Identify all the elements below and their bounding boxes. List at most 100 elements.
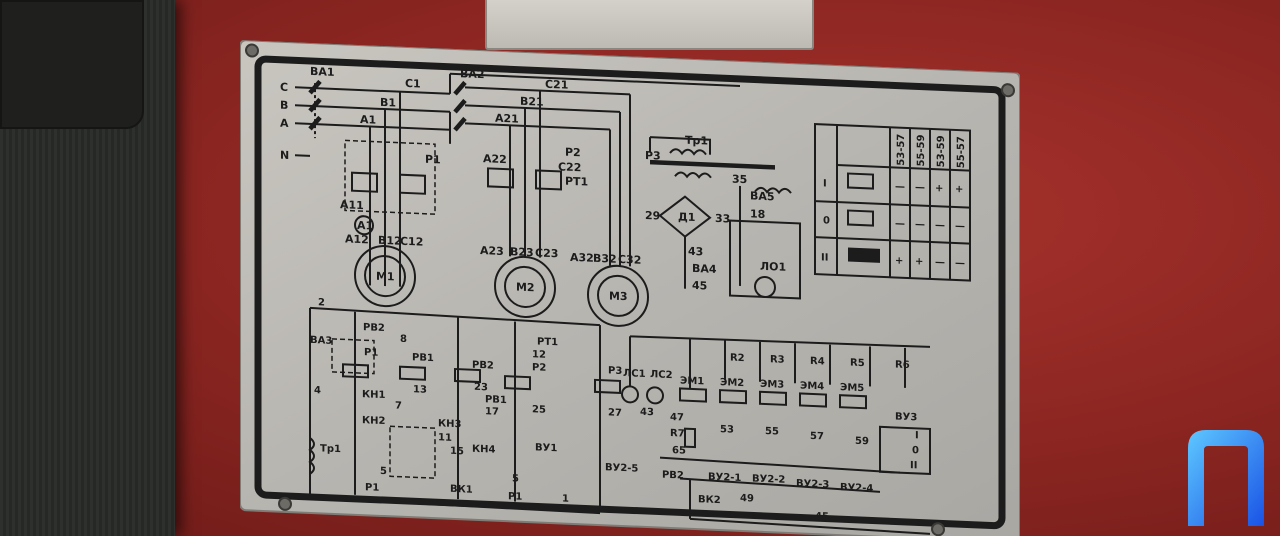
rivets	[245, 43, 1015, 536]
cell: +	[915, 256, 923, 267]
label-45: 45	[692, 279, 707, 293]
label-65: 65	[672, 445, 686, 457]
cell: +	[895, 255, 903, 266]
label-EM1: ЭМ1	[680, 375, 704, 387]
upper-metal-plate	[485, 0, 814, 50]
wiring-diagram-plate: C B A N ВА1 С1 В1 А1 Р1 А11 А1 А12 В12 С…	[239, 39, 1021, 536]
label-B23: В23	[510, 245, 534, 259]
strap-loop	[0, 0, 144, 129]
label-PT1: РТ1	[565, 175, 588, 189]
label-C23: С23	[535, 246, 558, 260]
label-25: 25	[532, 404, 546, 416]
label-LS1: ЛС1	[623, 368, 646, 380]
label-R4: R4	[810, 356, 825, 368]
label-EM4: ЭМ4	[800, 380, 824, 392]
corner-logo-icon	[1188, 430, 1264, 526]
label-C: C	[280, 81, 288, 94]
label-1: 1	[562, 493, 569, 504]
label-P1-mid: Р1	[508, 491, 522, 503]
label-B12: В12	[378, 234, 402, 248]
label-33: 33	[715, 212, 730, 226]
cell: —	[895, 218, 905, 229]
cell: —	[915, 182, 925, 193]
label-2: 2	[318, 297, 325, 308]
cell: +	[955, 184, 963, 195]
black-strap	[0, 0, 175, 536]
label-VU3-I: I	[915, 430, 919, 441]
label-A22: А22	[483, 152, 507, 166]
label-VU2-1: ВУ2-1	[708, 472, 741, 484]
label-TP1: Тр1	[685, 134, 708, 148]
label-R7: R7	[670, 428, 685, 440]
label-BA5: ВА5	[750, 189, 775, 203]
cell: —	[935, 257, 945, 268]
label-8: 8	[400, 334, 407, 345]
label-11: 11	[438, 432, 452, 444]
label-A23: А23	[480, 244, 504, 258]
label-4: 4	[314, 385, 321, 396]
cell: —	[895, 181, 905, 192]
power-labels: C B A N ВА1 С1 В1 А1 Р1 А11 А1 А12 В12 С…	[280, 65, 786, 303]
label-P3-control: Р3	[608, 365, 622, 377]
control-labels: 2 РВ2 8 ВА3 Р1 РВ1 13 4 КН1 7 КН2 КН3 11…	[310, 297, 919, 523]
label-VU3-0: 0	[912, 445, 919, 456]
label-5-mid: 5	[512, 473, 519, 484]
row-label-II: II	[821, 252, 828, 263]
label-D1: Д1	[678, 210, 695, 224]
label-VU2-5: ВУ2-5	[605, 462, 638, 474]
label-N: N	[280, 149, 289, 162]
label-BA3: ВА3	[310, 335, 332, 347]
label-C12: С12	[400, 235, 423, 249]
label-R3: R3	[770, 354, 785, 366]
control-circuit	[308, 306, 931, 535]
label-12: 12	[532, 349, 546, 361]
cell: —	[915, 219, 925, 230]
label-59: 59	[855, 436, 869, 448]
label-35: 35	[732, 173, 747, 187]
col-header-55-57: 55-57	[956, 136, 967, 168]
label-EM5: ЭМ5	[840, 382, 864, 394]
label-VU2-4: ВУ2-4	[840, 482, 873, 494]
label-B32: В32	[593, 252, 617, 266]
label-A11: А11	[340, 198, 364, 212]
label-C32: С32	[618, 253, 641, 267]
label-P1: Р1	[425, 153, 441, 167]
switch-position-table	[814, 123, 971, 282]
label-RV1: РВ1	[412, 352, 434, 364]
label-BA2: ВА2	[460, 67, 485, 81]
label-C22: С22	[558, 160, 581, 174]
label-LO1: ЛО1	[760, 260, 786, 274]
label-B21: В21	[520, 95, 544, 109]
label-27: 27	[608, 407, 622, 419]
label-VU2-2: ВУ2-2	[752, 473, 785, 485]
label-VK1: ВК1	[450, 484, 473, 496]
label-BA4: ВА4	[692, 262, 717, 276]
label-7: 7	[395, 400, 402, 411]
label-BA1: ВА1	[310, 65, 335, 79]
label-P3: Р3	[645, 149, 661, 163]
plate-frame	[254, 55, 1006, 530]
label-49: 49	[740, 493, 754, 505]
label-EM3: ЭМ3	[760, 379, 784, 391]
label-M2: М2	[516, 281, 535, 295]
label-P1-bottom: Р1	[365, 482, 379, 494]
cell: —	[955, 258, 965, 269]
col-header-53-57: 53-57	[896, 133, 907, 165]
label-29: 29	[645, 209, 660, 223]
label-45-bottom: 45	[815, 511, 829, 523]
label-47: 47	[670, 412, 684, 424]
label-RV2-bottom: РВ2	[662, 470, 684, 482]
label-5: 5	[380, 466, 387, 477]
label-A12: А12	[345, 232, 369, 246]
label-KN3: КН3	[438, 418, 462, 430]
label-RV1-mid: РВ1	[485, 394, 507, 406]
label-A: A	[280, 117, 289, 130]
label-VU3-II: II	[910, 460, 917, 471]
label-LS2: ЛС2	[650, 369, 673, 381]
table-text: 53-57 55-59 53-59 55-57 I 0 II — — + + —…	[821, 133, 967, 269]
label-P2-control: Р2	[532, 362, 546, 374]
label-VU2-3: ВУ2-3	[796, 478, 829, 490]
label-18: 18	[750, 207, 765, 221]
col-header-53-59: 53-59	[936, 135, 947, 167]
